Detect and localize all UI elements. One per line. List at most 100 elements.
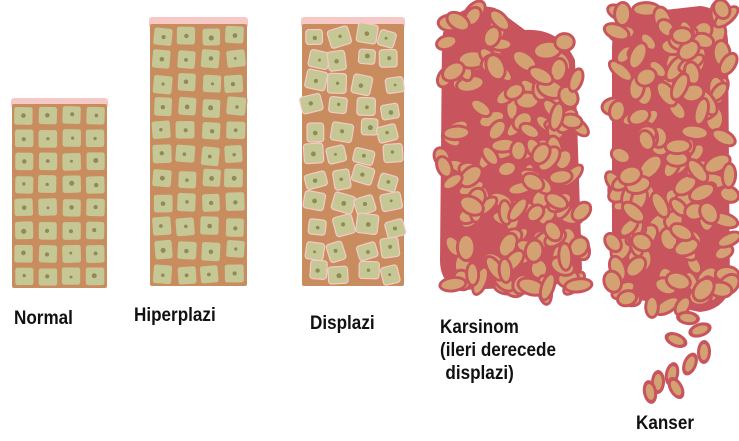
cancer-epithelium-illustration [599,0,739,405]
cell-nucleus [184,58,188,62]
cell-nucleus [388,245,392,249]
cell-nucleus [340,129,344,133]
cell-nucleus [69,229,73,233]
cell-nucleus [21,113,26,118]
carcinoma-label-line-2: (ileri derecede [440,339,556,362]
malignant-cell-nucleus [647,298,657,316]
cell-nucleus [45,274,49,278]
cell-nucleus [366,250,370,254]
cell-nucleus [185,178,189,182]
cell-nucleus [184,79,189,84]
normal-epithelium-illustration [11,98,108,288]
cell-nucleus [389,110,394,115]
cell-nucleus [334,153,337,156]
cell-nucleus [69,252,72,255]
cell-nucleus [233,33,238,38]
cell-nucleus [93,205,97,209]
cell-nucleus [161,105,165,109]
carcinoma-label-line-3: displazi) [440,362,556,385]
cell-nucleus [313,36,317,40]
dysplasia-label: Displazi [310,313,375,334]
cell-nucleus [390,199,393,202]
cell-nucleus [388,273,391,276]
cell-nucleus [162,83,165,86]
cell-nucleus [336,82,339,85]
cell-nucleus [161,201,166,206]
cell-nucleus [316,268,320,272]
cell-nucleus [232,176,237,181]
cell-nucleus [183,152,187,156]
cell-nucleus [46,159,50,163]
cell-nucleus [233,200,237,204]
cell-nucleus [208,155,212,159]
cell-nucleus [393,227,397,231]
cell-nucleus [45,252,49,256]
cell-nucleus [385,37,388,40]
cell-nucleus [311,152,316,157]
cell-nucleus [334,249,338,253]
cell-nucleus [313,131,318,136]
cell-nucleus [385,131,389,135]
cell-nucleus [312,199,317,204]
cell-nucleus [160,151,164,155]
carcinoma-label-line-1: Karsinom [440,316,556,339]
cell-nucleus [184,225,188,229]
cell-nucleus [336,273,341,278]
cell-nucleus [338,35,341,38]
cell-nucleus [210,129,214,133]
cell-nucleus [334,59,338,63]
cell-nucleus [391,150,394,153]
cell-nucleus [185,200,188,203]
cell-nucleus [232,153,236,157]
cell-nucleus [161,273,165,277]
cell-nucleus [45,113,49,117]
cell-nucleus [160,176,165,181]
normal-label: Normal [14,308,73,329]
cell-nucleus [94,183,98,187]
cell-nucleus [161,35,165,39]
carcinoma-epithelium-illustration [429,0,596,307]
cell-nucleus [209,176,214,181]
cell-nucleus [159,128,162,131]
cell-nucleus [234,57,237,60]
cell-nucleus [70,276,73,279]
cell-nucleus [209,250,213,254]
cell-nucleus [365,105,369,109]
cell-nucleus [69,181,74,186]
cell-nucleus [386,180,390,184]
cell-nucleus [341,201,346,206]
cell-nucleus [362,154,366,158]
cell-nucleus [235,105,238,108]
cell-nucleus [313,250,316,253]
hyperplasia-epithelium-illustration [149,17,248,286]
cell-nucleus [368,125,373,130]
cell-nucleus [185,105,190,110]
cell-nucleus [69,205,74,210]
cell-nucleus [185,273,189,277]
cell-nucleus [339,177,343,181]
cell-nucleus [45,183,48,186]
cell-nucleus [365,31,370,36]
cell-nucleus [309,101,313,105]
cell-nucleus [22,159,26,163]
cell-nucleus [234,128,238,132]
cell-nucleus [159,224,163,228]
cell-nucleus [314,79,318,83]
malignant-cell-nucleus [556,35,572,49]
cell-nucleus [22,137,26,141]
cell-nucleus [161,248,166,253]
malignant-cell-nucleus [673,29,691,42]
cell-nucleus [71,136,74,139]
cell-nucleus [209,35,214,40]
cell-nucleus [184,249,188,253]
cell-nucleus [208,105,213,110]
cell-nucleus [207,273,211,277]
cell-nucleus [233,271,237,275]
cell-nucleus [22,182,25,185]
cell-nucleus [93,137,96,140]
cell-nucleus [184,128,188,132]
cell-nucleus [23,274,26,277]
hyperplasia-label: Hiperplazi [134,305,216,326]
cell-nucleus [318,59,321,62]
